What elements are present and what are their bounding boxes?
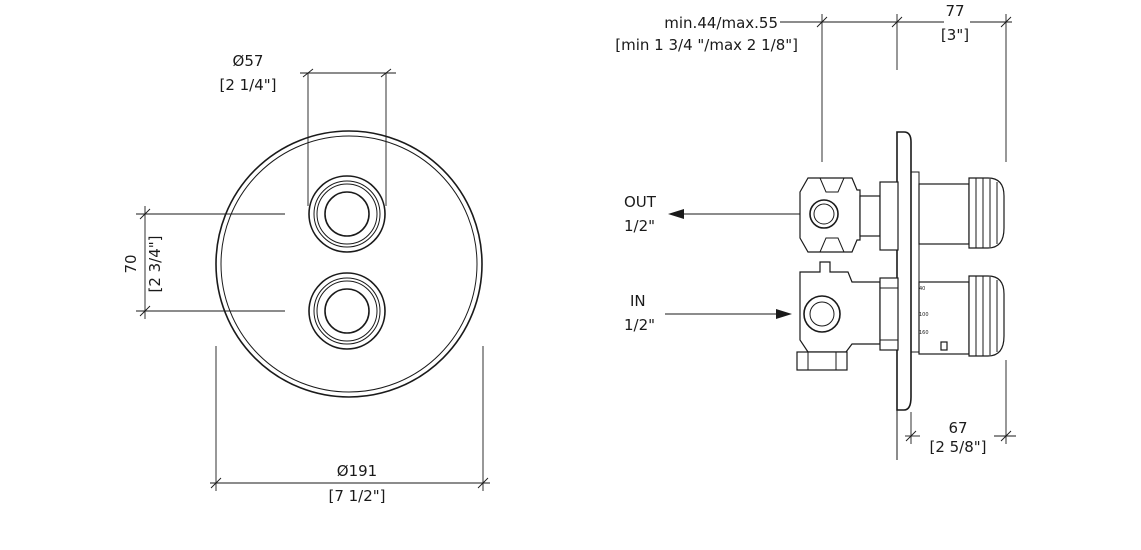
lower-handle-side (918, 275, 1005, 357)
outlet-port (809, 199, 839, 229)
cover-plate-outer (215, 130, 483, 398)
scale-mark-2: 100 (919, 312, 929, 318)
front-view: Ø57 [2 1/4"] 70 [2 3/4"] Ø191 [7 1/2"] (122, 52, 490, 505)
lower-handle-cap (308, 272, 386, 350)
cover-plate-inner (220, 135, 478, 393)
depth-dimension (780, 14, 1012, 162)
depth-range-inch-label: [min 1 3/4 "/max 2 1/8"] (615, 36, 798, 54)
scale-mark-3: 160 (919, 330, 929, 336)
spacing-inch-label: [2 3/4"] (146, 235, 164, 292)
handle-depth-inch-label: [2 5/8"] (929, 438, 986, 456)
inlet-port (803, 295, 841, 333)
outlet-label: OUT (624, 193, 657, 211)
inlet-size: 1/2" (624, 316, 655, 334)
overall-depth-inch-label: [3"] (941, 26, 969, 44)
outlet-size: 1/2" (624, 217, 655, 235)
outlet-arrow (668, 209, 800, 219)
depth-range-label: min.44/max.55 (664, 14, 778, 32)
cover-plate-side (896, 131, 912, 411)
upper-handle-cap (308, 175, 386, 253)
scale-mark-1: 40 (919, 286, 925, 292)
plate-diameter-inch-label: [7 1/2"] (328, 487, 385, 505)
inlet-arrow (665, 309, 792, 319)
cap-diameter-inch-label: [2 1/4"] (219, 76, 276, 94)
plate-collar (910, 171, 920, 353)
spacing-label: 70 (122, 254, 140, 273)
spacing-dimension (136, 206, 285, 319)
inlet-label: IN (630, 292, 646, 310)
cap-diameter-dimension (300, 68, 396, 206)
upper-handle-side (918, 177, 1005, 249)
plate-diameter-label: Ø191 (337, 462, 377, 480)
plate-diameter-dimension (210, 346, 490, 491)
cap-diameter-label: Ø57 (233, 52, 264, 70)
side-view: 40 100 160 OUT 1/2" IN 1/2" min.44/max.5 (615, 2, 1016, 460)
handle-depth-dimension (905, 360, 1016, 444)
handle-depth-label: 67 (948, 419, 967, 437)
overall-depth-label: 77 (945, 2, 964, 20)
valve-body (796, 177, 899, 371)
